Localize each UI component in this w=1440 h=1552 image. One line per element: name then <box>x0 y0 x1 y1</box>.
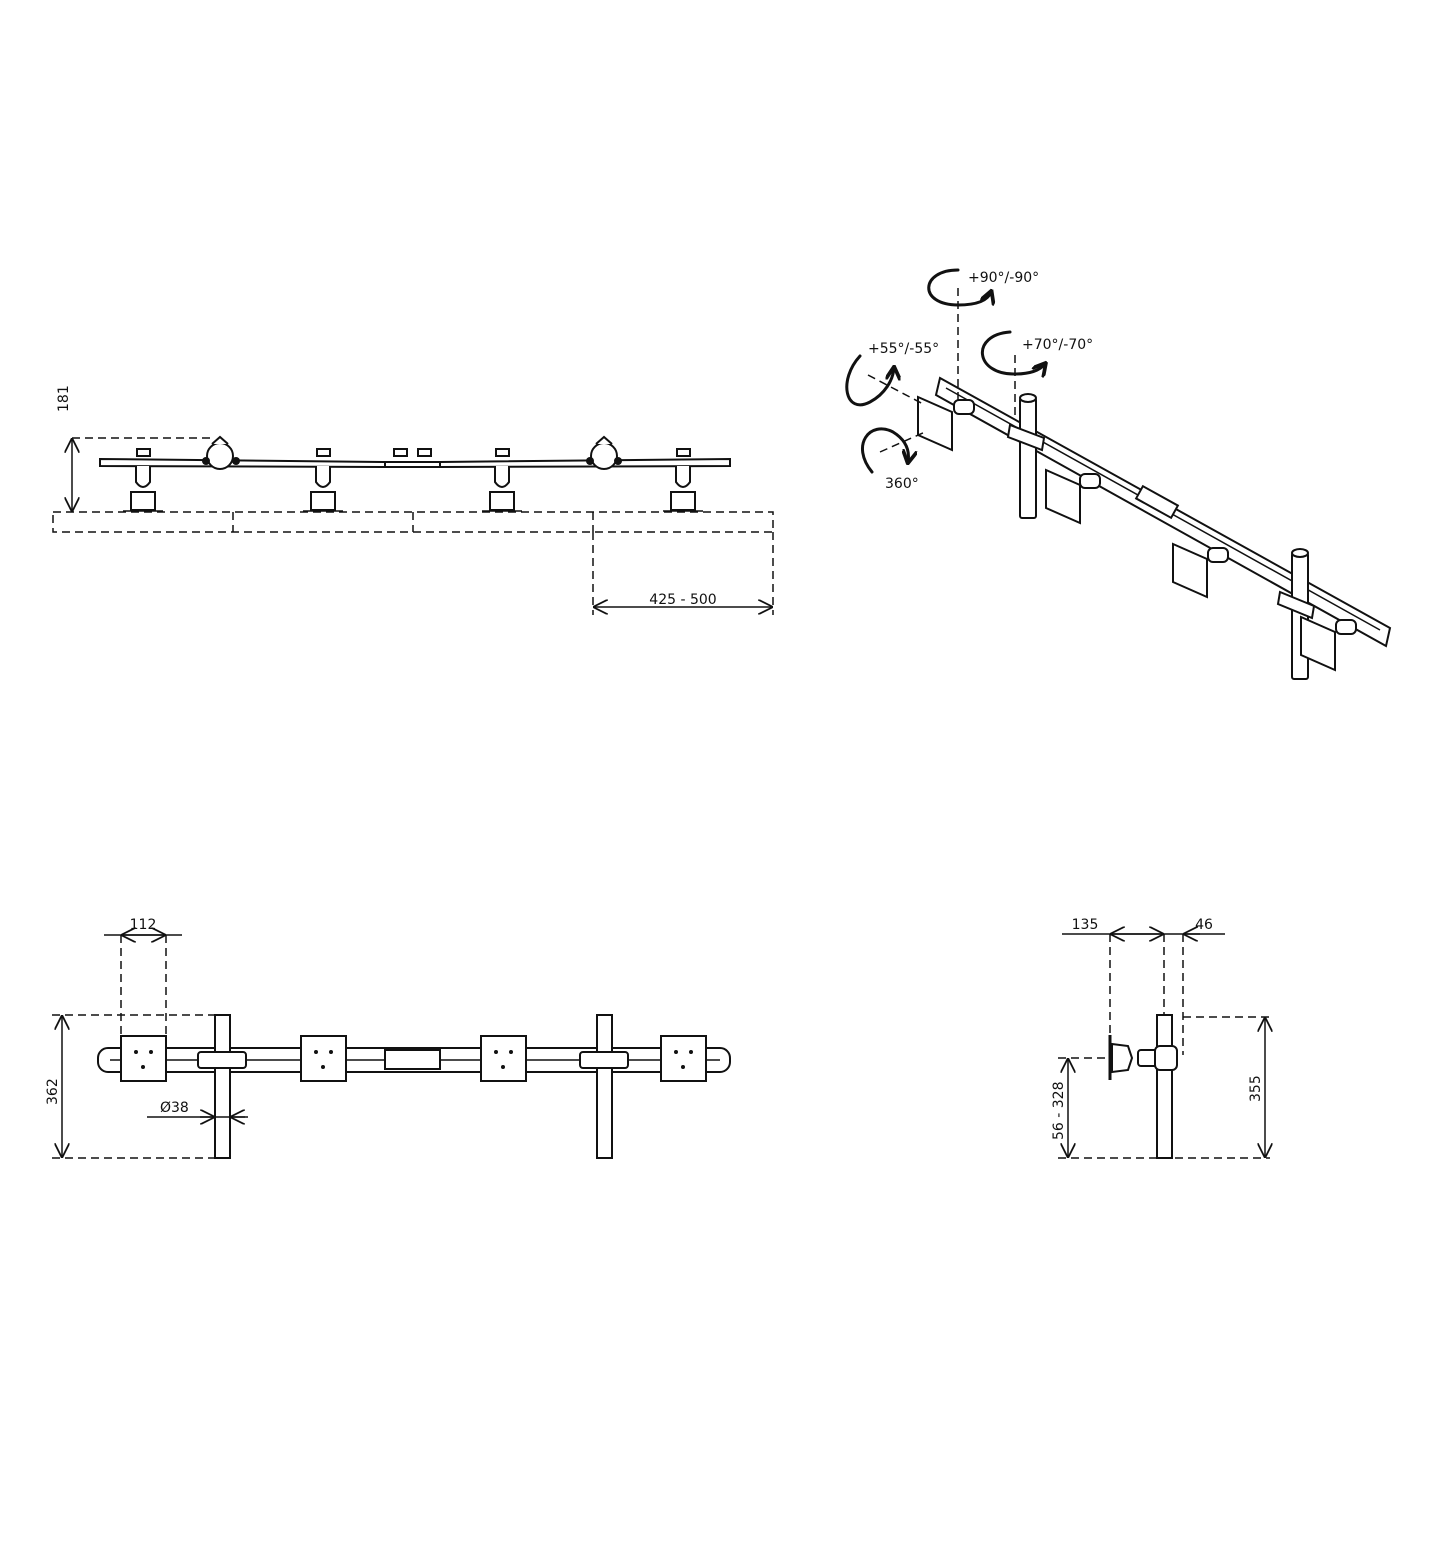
front-view: 181 <box>52 385 774 615</box>
height-label-side: 355 <box>1248 1075 1264 1102</box>
plate-rotate-arrow-icon <box>860 427 908 474</box>
isometric-view: +90°/-90° +55°/-55° +70°/-70° 360° <box>845 268 1392 680</box>
swivel-label: +70°/-70° <box>1022 337 1093 353</box>
rotate-arrow-icon <box>927 268 991 307</box>
pole-side <box>1156 1014 1173 1159</box>
vesa-plates-top <box>120 1035 707 1082</box>
side-view: 135 46 56 - 328 355 <box>1051 917 1270 1159</box>
vesa-plates-iso <box>917 395 1357 672</box>
pole-diameter-label: Ø38 <box>160 1100 189 1116</box>
spacing-label: 425 - 500 <box>649 592 716 608</box>
height-label-top: 362 <box>45 1078 61 1105</box>
tilt-label: +55°/-55° <box>868 341 939 357</box>
depth-label: 135 <box>1072 917 1099 933</box>
height-label: 181 <box>56 385 72 412</box>
pole-iso-left <box>1019 393 1037 519</box>
tilt-arrow-icon <box>845 354 894 407</box>
clamp-label: 46 <box>1195 917 1213 933</box>
crossbar-front <box>99 435 731 470</box>
monitor-mounts-front <box>123 466 703 512</box>
top-view: 112 362 Ø38 <box>45 917 731 1159</box>
vesa-label: 112 <box>130 917 157 933</box>
swivel-arrow-icon <box>980 330 1045 374</box>
range-label: 56 - 328 <box>1051 1082 1067 1141</box>
rotation-top-label: +90°/-90° <box>968 270 1039 286</box>
plate-rotation-label: 360° <box>885 476 919 492</box>
poles-top <box>197 1014 629 1159</box>
